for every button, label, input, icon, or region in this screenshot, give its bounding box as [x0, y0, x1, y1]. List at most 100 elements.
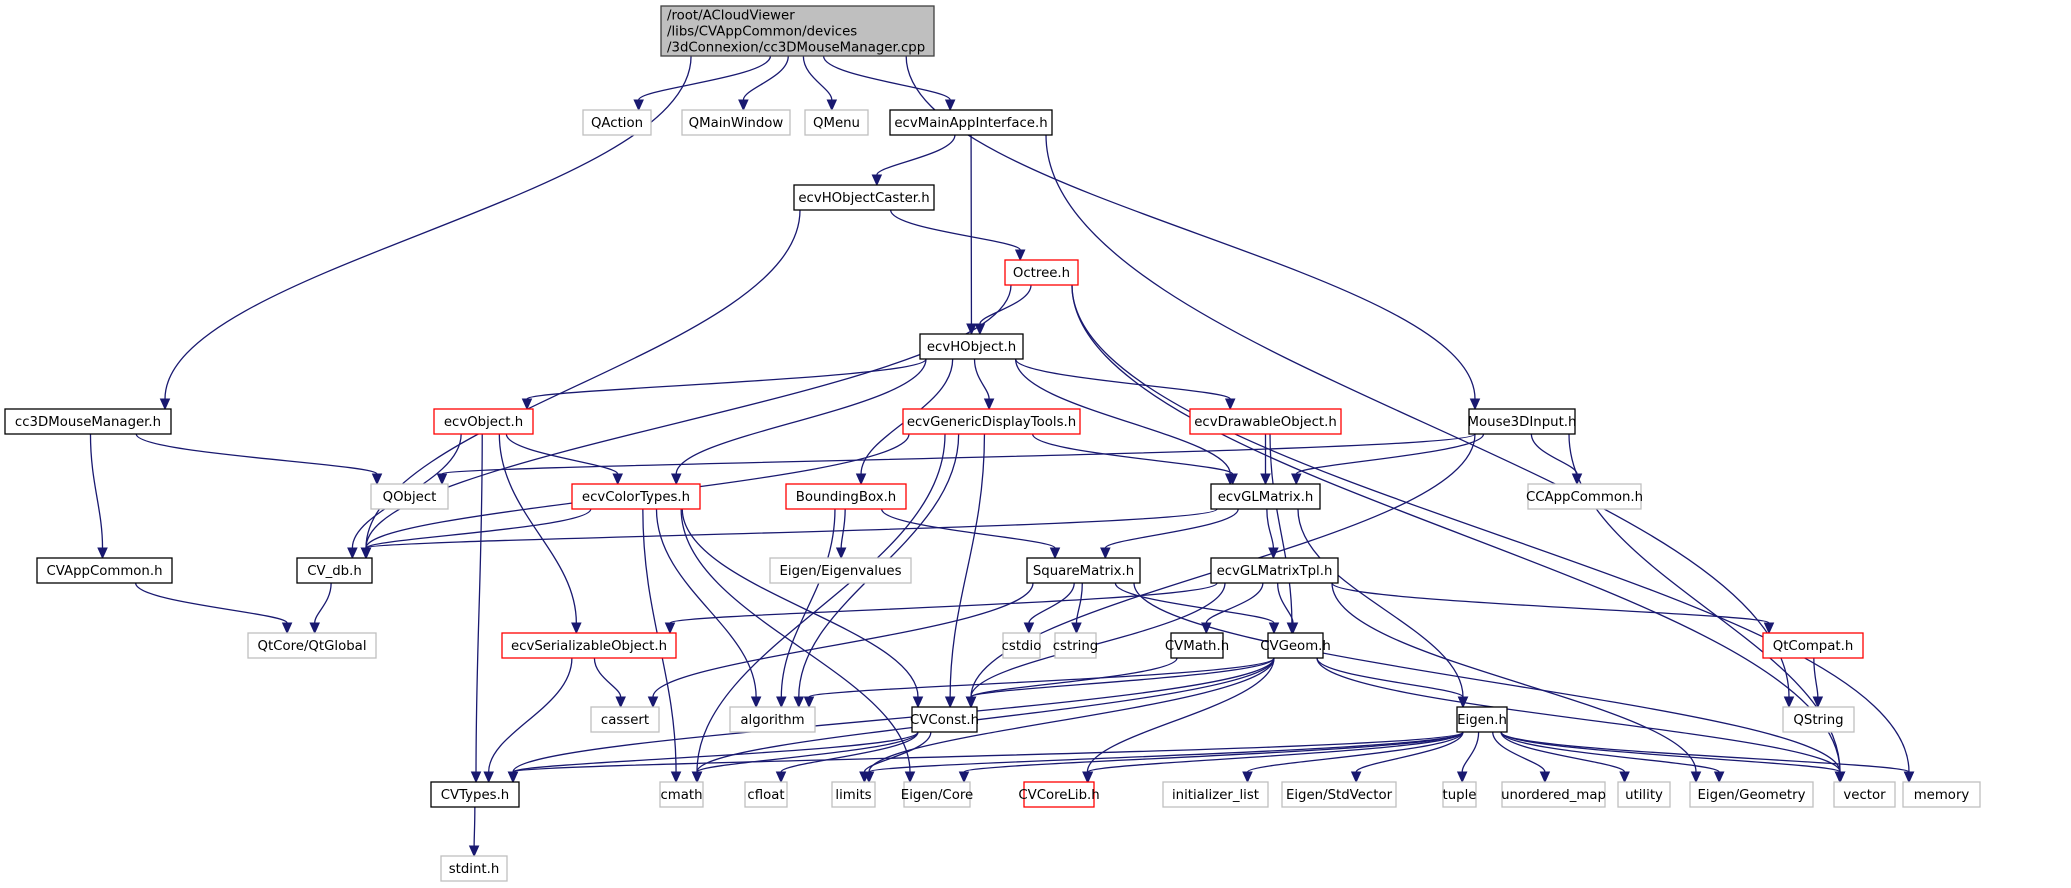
arrowhead-icon	[97, 547, 108, 560]
node-ecvobject[interactable]: ecvObject.h	[433, 408, 534, 435]
edge-ecvhobject-to-ecvgeneric	[973, 358, 995, 411]
edge-line	[1087, 731, 1464, 773]
edge-eigenh-to-cvcorelib	[1082, 731, 1464, 784]
edge-cvtypes-to-stdint	[468, 806, 480, 858]
node-box	[590, 706, 660, 733]
node-label: ecvSerializableObject.h	[511, 639, 667, 654]
node-ecvcolortypes[interactable]: ecvColorTypes.h	[571, 483, 701, 510]
node-ecvserializable[interactable]: ecvSerializableObject.h	[501, 632, 677, 659]
node-ecvglmatrixtpl[interactable]: ecvGLMatrixTpl.h	[1210, 557, 1339, 584]
node-box	[1782, 706, 1855, 733]
edge-line	[1500, 731, 1910, 773]
node-cvappcommon[interactable]: CVAppCommon.h	[36, 557, 173, 584]
node-label: cstring	[1053, 639, 1098, 654]
arrowhead-icon	[1834, 771, 1846, 784]
node-label: cstdio	[1002, 639, 1042, 654]
arrowhead-icon	[309, 622, 320, 635]
edge-line	[1028, 582, 1075, 624]
node-eigenh[interactable]: Eigen.h	[1456, 706, 1508, 733]
edge-line	[365, 508, 1218, 549]
edge-line	[512, 731, 919, 773]
node-box	[1833, 781, 1896, 808]
edge-line	[164, 55, 692, 400]
node-qtcompat[interactable]: QtCompat.h	[1762, 632, 1864, 659]
node-ecvmainapp[interactable]: ecvMainAppInterface.h	[889, 109, 1053, 136]
edge-mouse3d-to-ecvglmatrix	[1291, 433, 1485, 486]
node-box	[433, 408, 534, 435]
edge-line	[652, 582, 1034, 698]
node-mouse3d[interactable]: Mouse3DInput.h	[1468, 408, 1577, 435]
node-label: ecvGLMatrix.h	[1218, 490, 1314, 505]
edge-cvconst-to-cfloat	[775, 731, 919, 784]
node-tuple: tuple	[1442, 781, 1477, 808]
node-label: stdint.h	[449, 862, 500, 877]
arrowhead-icon	[1903, 771, 1915, 784]
edge-boundingbox-to-squarematrix	[880, 508, 1061, 560]
node-cvtypes[interactable]: CVTypes.h	[430, 781, 520, 808]
node-ecvdrawable[interactable]: ecvDrawableObject.h	[1189, 408, 1342, 435]
node-label: memory	[1914, 788, 1970, 803]
node-cvcorelib[interactable]: CVCoreLib.h	[1018, 781, 1100, 808]
arrowhead-icon	[1260, 473, 1271, 486]
node-label: CV_db.h	[307, 564, 362, 579]
node-ccappcommon: CCAppCommon.h	[1526, 483, 1643, 510]
node-squarematrix[interactable]: SquareMatrix.h	[1026, 557, 1141, 584]
edge-line	[1355, 731, 1464, 773]
node-cvmath[interactable]: CVMath.h	[1165, 632, 1229, 659]
arrowhead-icon	[347, 547, 358, 560]
edge-line	[498, 433, 577, 624]
edge-line	[675, 358, 927, 475]
node-root[interactable]: /root/ACloudViewer/libs/CVAppCommon/devi…	[660, 5, 935, 57]
node-cvdb[interactable]: CV_db.h	[296, 557, 373, 584]
arrowhead-icon	[1224, 398, 1236, 411]
edge-boundingbox-to-eigenvalues	[835, 508, 847, 560]
arrowhead-icon	[436, 473, 448, 486]
node-box	[4, 408, 172, 435]
edge-ecvcolortypes-to-eigencore	[680, 508, 916, 784]
node-cstdio: cstdio	[1002, 632, 1042, 659]
node-ecvhobjectcaster[interactable]: ecvHObjectCaster.h	[793, 184, 935, 211]
node-cvgeom[interactable]: CVGeom.h	[1260, 632, 1331, 659]
node-label: Mouse3DInput.h	[1468, 415, 1577, 430]
edge-cvmath-to-cvconst	[965, 657, 1178, 709]
node-cc3dmouse[interactable]: cc3DMouseManager.h	[4, 408, 172, 435]
node-box	[1026, 557, 1141, 584]
edge-eigenh-to-cvtypes	[507, 731, 1464, 784]
node-label: ecvGLMatrixTpl.h	[1217, 564, 1333, 579]
edge-eigenh-to-unorderedmap	[1492, 731, 1551, 784]
edge-line	[1813, 657, 1819, 698]
arrowhead-icon	[826, 99, 838, 112]
node-box	[902, 408, 1081, 435]
edge-cvgeom-to-algorithm	[803, 657, 1275, 709]
node-box	[785, 483, 907, 510]
arrowhead-icon	[1287, 622, 1299, 635]
edge-cvconst-to-cvtypes	[507, 731, 919, 784]
node-ecvglmatrix[interactable]: ecvGLMatrix.h	[1210, 483, 1321, 510]
node-box	[1210, 557, 1339, 584]
arrowhead-icon	[691, 771, 703, 784]
node-label: ecvHObject.h	[927, 340, 1016, 355]
node-label: CCAppCommon.h	[1526, 490, 1643, 505]
node-box	[1054, 632, 1097, 659]
node-label: initializer_list	[1172, 788, 1259, 803]
edge-octree-to-ecvhobject	[974, 284, 1032, 336]
node-box	[1189, 408, 1342, 435]
edge-line	[1269, 433, 1293, 624]
node-boundingbox[interactable]: BoundingBox.h	[785, 483, 907, 510]
edge-ecvglmatrixtpl-to-eigengeometry	[1331, 582, 1702, 784]
node-eigencore: Eigen/Core	[901, 781, 973, 808]
edge-line	[134, 582, 288, 624]
node-cvconst[interactable]: CVConst.h	[910, 706, 979, 733]
edge-eigenh-to-eigengeometry	[1500, 731, 1725, 784]
node-box	[1004, 259, 1079, 286]
node-label: Eigen/StdVector	[1286, 788, 1393, 803]
arrowhead-icon	[615, 696, 626, 709]
edge-line	[655, 508, 757, 698]
node-ecvhobject[interactable]: ecvHObject.h	[919, 333, 1024, 360]
node-label: CVAppCommon.h	[46, 564, 162, 579]
node-qobject: QObject	[370, 483, 449, 510]
edge-cvconst-to-cmath	[691, 731, 919, 784]
arrowhead-icon	[612, 473, 623, 486]
node-ecvgeneric[interactable]: ecvGenericDisplayTools.h	[902, 408, 1081, 435]
node-octree[interactable]: Octree.h	[1004, 259, 1079, 286]
